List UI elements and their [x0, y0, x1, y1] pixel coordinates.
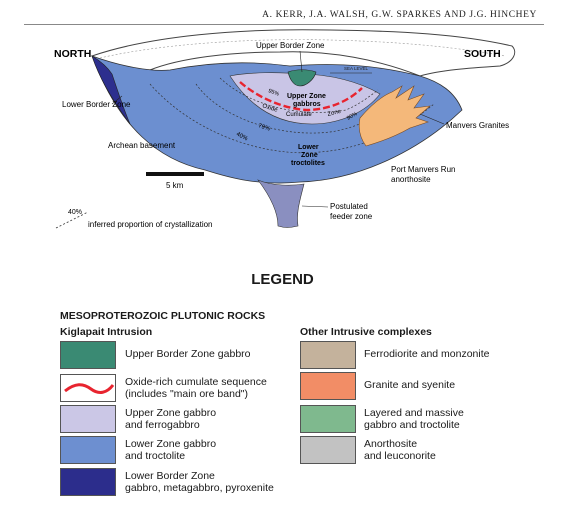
lower-zone-label-2: Zone [301, 152, 318, 159]
lower-border-zone [91, 55, 131, 125]
swatch-upper-zone [60, 405, 116, 433]
south-label: SOUTH [464, 48, 501, 60]
upper-border-zone-label: Upper Border Zone [256, 41, 325, 50]
feeder-zone-label-1: Postulated [330, 202, 368, 211]
header-rule [24, 24, 544, 25]
swatch-ferrodiorite [300, 341, 356, 369]
p79-label: 79% [257, 123, 271, 133]
manvers-granites-body [358, 85, 431, 147]
swatch-granite [300, 372, 356, 400]
cross-section-diagram: SEA LEVEL NORTH SOUTH Upper Border Zone … [54, 29, 516, 229]
manvers-granites-leader [419, 113, 445, 125]
eroded-layering [99, 39, 506, 59]
swatch-upper-border-zone [60, 341, 116, 369]
lower-zone-body [91, 55, 463, 184]
legend-label-lower-border-zone: Lower Border Zone gabbro, metagabbro, py… [125, 470, 274, 494]
p95-label: 95% [267, 88, 279, 97]
lower-border-zone-label: Lower Border Zone [62, 100, 131, 109]
legend-title: LEGEND [251, 271, 314, 288]
north-label: NORTH [54, 48, 91, 60]
feeder-zone-label-2: feeder zone [330, 212, 373, 221]
zone-label: Zone [327, 109, 342, 118]
legend-label-upper-border-zone: Upper Border Zone gabbro [125, 348, 251, 360]
p40-label: 40% [235, 131, 249, 142]
scale-bar [146, 172, 204, 176]
swatch-lower-zone [60, 436, 116, 464]
port-manvers-label-1: Port Manvers Run [391, 165, 455, 174]
upper-zone-gabbros-label-1: Upper Zone [287, 93, 326, 100]
left-column-title: Kiglapait Intrusion [60, 326, 153, 338]
upper-zone-gabbros-label-2: gabbros [293, 101, 321, 108]
key-text: inferred proportion of crystallization [88, 220, 213, 229]
swatch-anorthosite [300, 436, 356, 464]
swatch-oxide-cumulate [60, 374, 116, 402]
p90-label: 90% [346, 111, 359, 122]
archean-basement-label: Archean basement [108, 141, 176, 150]
legend-label-lower-zone: Lower Zone gabbro and troctolite [125, 438, 217, 462]
legend-section-title: MESOPROTEROZOIC PLUTONIC ROCKS [60, 310, 266, 322]
port-manvers-label-2: anorthosite [391, 175, 431, 184]
swatch-layered-gabbro [300, 405, 356, 433]
legend-label-ferrodiorite: Ferrodiorite and monzonite [364, 348, 490, 360]
legend-label-layered-gabbro: Layered and massive gabbro and troctolit… [364, 407, 464, 431]
oxide-band [239, 81, 363, 112]
right-column-title: Other Intrusive complexes [300, 326, 432, 338]
oxide-swatch-wave [64, 383, 115, 394]
key-line [55, 211, 89, 229]
lower-zone-label-1: Lower [298, 144, 319, 151]
sea-level-label: SEA LEVEL [344, 66, 369, 71]
page-header: A. KERR, J.A. WALSH, G.W. SPARKES AND J.… [262, 10, 537, 20]
legend-label-upper-zone: Upper Zone gabbro and ferrogabbro [125, 407, 217, 431]
legend-label-granite: Granite and syenite [364, 379, 456, 391]
legend-label-oxide-cumulate: Oxide-rich cumulate sequence (includes "… [125, 376, 267, 400]
upper-border-zone-leader [299, 50, 303, 73]
cumulate-label: Cumulate [286, 112, 312, 118]
lower-zone-label-3: troctolites [291, 160, 325, 167]
manvers-granites-label: Manvers Granites [446, 121, 509, 130]
lower-border-zone-leader [111, 95, 123, 105]
crystallization-line-79 [195, 83, 405, 134]
swatch-lower-border-zone [60, 468, 116, 496]
key-percent: 40% [68, 209, 82, 216]
feeder-zone-body [257, 179, 305, 228]
eroded-outline [90, 29, 516, 77]
scale-label: 5 km [166, 181, 184, 190]
feeder-zone-leader [301, 205, 329, 208]
oxide-label: Oxide [261, 103, 278, 114]
upper-zone-body [229, 72, 381, 125]
legend-label-anorthosite: Anorthosite and leuconorite [364, 438, 436, 462]
